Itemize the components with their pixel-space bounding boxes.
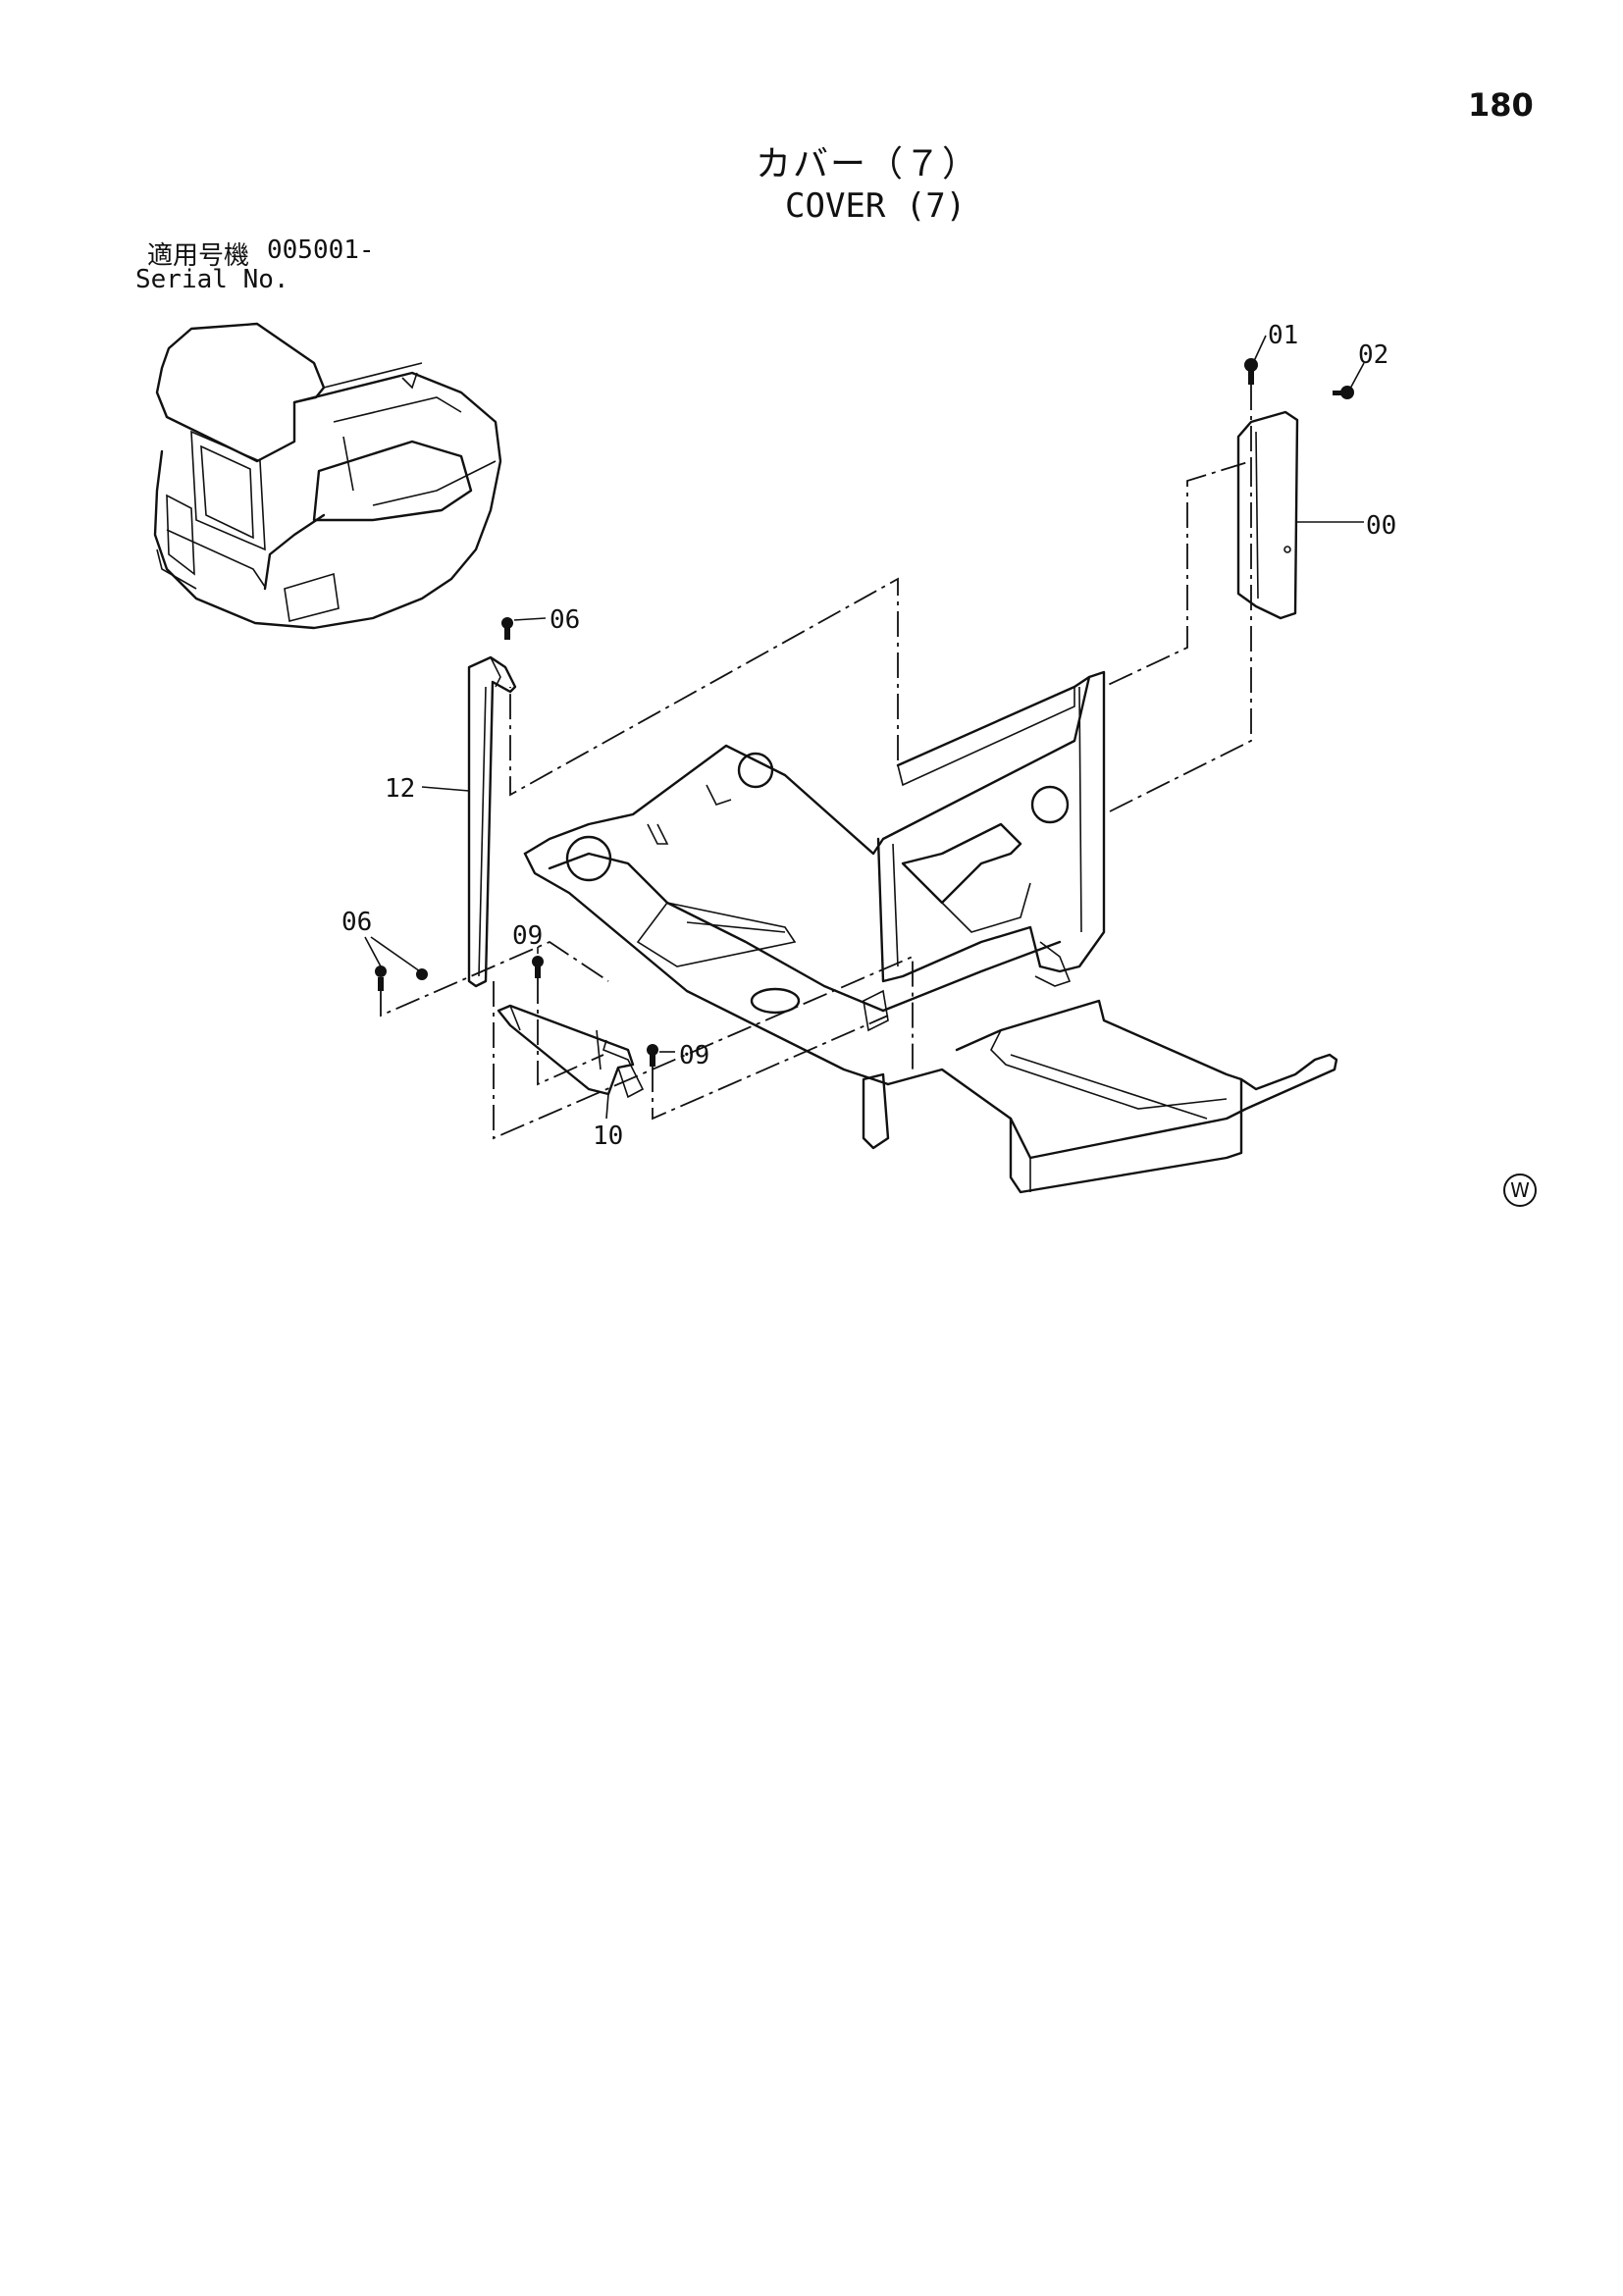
callout-01: 01 <box>1268 321 1298 350</box>
main-frame <box>523 670 1338 1194</box>
callout-09-lower: 09 <box>679 1041 709 1070</box>
bolt-part-09-lower <box>647 1044 658 1067</box>
bolt-part-06-left <box>375 965 387 991</box>
callout-10: 10 <box>593 1122 623 1151</box>
cover-plate-part-00 <box>1236 410 1299 620</box>
machine-overview-illustration <box>153 322 502 630</box>
callout-09-upper: 09 <box>512 921 543 951</box>
serial-number-value: 005001- <box>267 235 375 265</box>
title-english: COVER (7) <box>785 186 967 226</box>
title-japanese: カバー（７） <box>756 144 980 184</box>
assembly-guide-lines <box>380 385 1252 1140</box>
callout-06-top: 06 <box>550 605 580 635</box>
page-number: 180 <box>1468 86 1534 124</box>
callout-leader-lines <box>364 335 1365 1120</box>
bolt-part-06-top <box>501 617 513 640</box>
bolt-part-01 <box>1244 358 1258 385</box>
callout-06-left: 06 <box>341 908 372 937</box>
bolt-part-09-upper <box>532 956 544 978</box>
bolt-part-02 <box>1333 386 1354 399</box>
serial-label-japanese: 適用号機 <box>147 241 250 271</box>
callout-12: 12 <box>385 774 415 804</box>
watermark-circle-icon: W <box>1503 1174 1537 1207</box>
serial-label-english: Serial No. <box>135 265 289 294</box>
vertical-strip-part-12 <box>467 655 517 988</box>
callout-02: 02 <box>1358 340 1388 370</box>
callout-00: 00 <box>1366 511 1396 541</box>
bracket-part-10 <box>497 1004 645 1099</box>
